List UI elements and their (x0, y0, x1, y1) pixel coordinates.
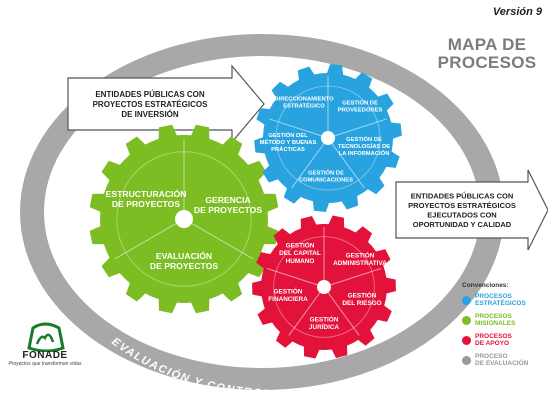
legend-swatch (462, 355, 471, 365)
legend-swatch (462, 315, 471, 325)
logo-name: FONADE (22, 350, 68, 361)
support-gear-divider (266, 268, 325, 288)
version-label: Versión 9 (492, 6, 542, 18)
page-title: MAPA DE PROCESOS (432, 36, 542, 72)
support-gear-hub (317, 280, 331, 294)
missional-gear-divider (114, 218, 185, 260)
legend-swatch (462, 335, 471, 345)
page-title-line2: PROCESOS (437, 53, 537, 72)
strategic-gear-divider (327, 137, 365, 189)
support-gear-divider (288, 286, 325, 336)
input-arrow (67, 64, 265, 144)
support-gear-divider (323, 268, 382, 288)
strategic-gear-divider (269, 118, 329, 139)
strategic-gear-divider (291, 137, 329, 189)
strategic-gear-hub (321, 131, 335, 145)
support-gear-divider (323, 286, 360, 336)
missional-gear-hub (175, 210, 193, 228)
legend-swatch (462, 295, 471, 305)
legend-title: Convenciones: (462, 282, 509, 289)
page-title-line1: MAPA DE (447, 35, 527, 54)
fonade-logo-mark (27, 322, 65, 352)
strategic-gear-divider (327, 118, 387, 139)
logo-slogan: Proyectos que transforman vidas (8, 361, 82, 367)
output-arrow (395, 169, 548, 251)
missional-gear-divider (183, 218, 254, 260)
fonade-logo: FONADE Proyectos que transforman vidas (4, 322, 86, 367)
